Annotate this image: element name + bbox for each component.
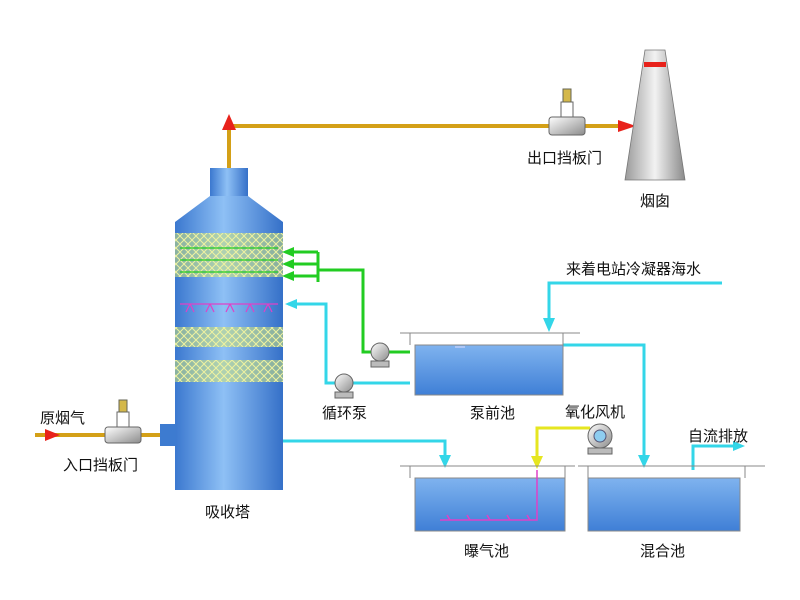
mixing-tank-label: 混合池 <box>640 542 685 560</box>
pump-icon[interactable] <box>370 342 390 368</box>
seawater-lines <box>283 281 738 470</box>
slurry-lines <box>285 250 410 354</box>
self-discharge-label: 自流排放 <box>688 427 748 445</box>
seawater-spray <box>180 303 278 313</box>
pre-pump-tank[interactable] <box>400 332 580 396</box>
fan-icon[interactable] <box>587 423 613 455</box>
chimney-icon[interactable] <box>624 49 686 181</box>
raw-gas-label: 原烟气 <box>40 409 85 427</box>
pre-pump-tank-label: 泵前池 <box>470 404 515 422</box>
seawater-source-label: 来着电站冷凝器海水 <box>566 260 701 278</box>
raw-gas-arrow <box>45 429 60 441</box>
packing-layer-3 <box>175 360 283 382</box>
mixing-tank[interactable] <box>578 465 765 532</box>
outlet-damper-label: 出口挡板门 <box>527 149 602 167</box>
circulation-pump-icon[interactable] <box>334 373 354 399</box>
tower-top-arrow <box>222 114 236 130</box>
spray-headers <box>180 247 278 273</box>
oxidation-fan-label: 氧化风机 <box>565 403 625 421</box>
slurry-arrows <box>282 247 294 281</box>
packing-layer-2 <box>175 327 283 347</box>
absorber-tower[interactable] <box>160 168 283 490</box>
packing-layer-1 <box>175 233 283 277</box>
inlet-damper-label: 入口挡板门 <box>63 456 138 474</box>
aeration-tank[interactable] <box>400 465 575 532</box>
chimney-label: 烟囱 <box>640 192 670 210</box>
outlet-damper-icon[interactable] <box>548 88 586 136</box>
seawater-arrows <box>285 299 745 468</box>
air-line <box>535 426 590 460</box>
chimney-arrow <box>618 120 636 132</box>
air-arrow <box>531 456 543 469</box>
aeration-tank-label: 曝气池 <box>464 542 509 560</box>
absorber-label: 吸收塔 <box>205 503 250 521</box>
inlet-damper-icon[interactable] <box>104 399 142 444</box>
circulation-pump-label: 循环泵 <box>322 404 367 422</box>
